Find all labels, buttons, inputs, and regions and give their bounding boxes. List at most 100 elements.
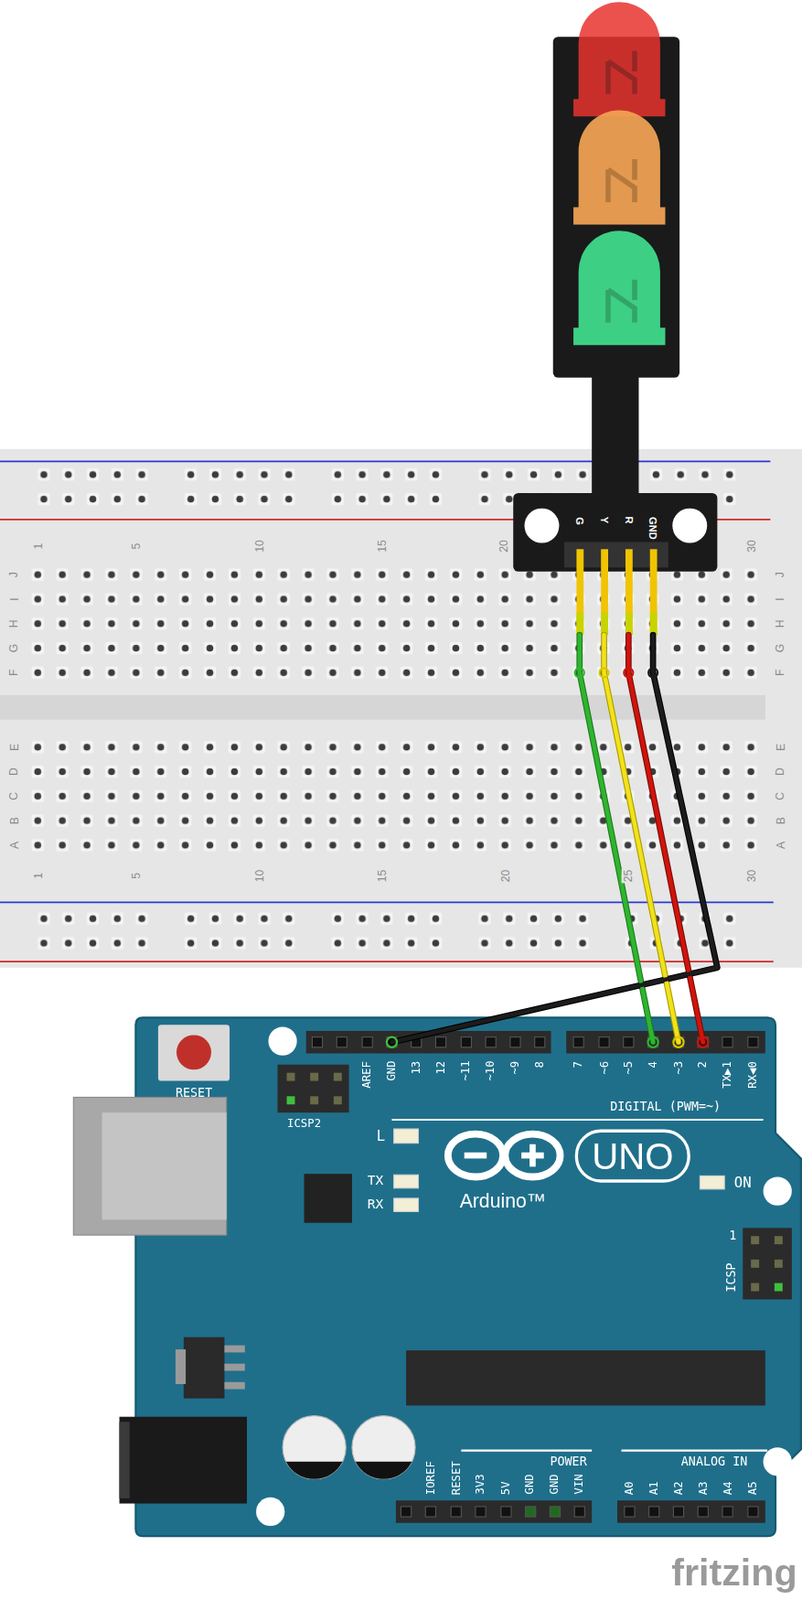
rail-line-red — [0, 960, 774, 963]
jumper-wire — [579, 634, 653, 1042]
led-label: ON — [734, 1174, 752, 1190]
row-letter: C — [773, 791, 786, 802]
pin — [475, 1506, 486, 1517]
pin — [435, 1037, 446, 1048]
pin-label: 5V — [500, 1480, 513, 1495]
pin — [624, 1506, 635, 1517]
pin-label: TX▶1 — [721, 1060, 734, 1089]
pin — [774, 1259, 783, 1268]
digital-header — [566, 1030, 766, 1054]
pin-number: 1 — [728, 1228, 737, 1242]
pin — [501, 1506, 512, 1517]
pin — [697, 1506, 708, 1517]
pin — [750, 1235, 760, 1244]
row-letter: C — [7, 791, 20, 802]
analog-header — [617, 1499, 766, 1523]
rail-holes — [178, 461, 301, 512]
silkscreen-line — [621, 1448, 769, 1451]
row-letter: J — [6, 570, 19, 578]
capacitor-band — [286, 1461, 343, 1479]
led-label: L — [376, 1127, 385, 1144]
pin-label: A0 — [623, 1480, 636, 1495]
pin — [287, 1095, 296, 1104]
signal-stem — [591, 367, 639, 501]
traffic-light-graphic — [513, 1, 717, 635]
rail-holes — [32, 461, 155, 512]
green-led — [573, 230, 665, 345]
pin-leg — [576, 548, 584, 635]
pin-label: ~11 — [459, 1059, 472, 1081]
row-letter: A — [773, 840, 786, 850]
pin-label: G — [574, 516, 586, 525]
led-label: TX — [367, 1173, 384, 1188]
pin — [722, 1037, 733, 1048]
pin — [425, 1506, 436, 1517]
mounting-hole — [672, 508, 707, 544]
led-lead — [608, 159, 635, 203]
led-lead — [608, 279, 635, 323]
pin-label: GND — [385, 1059, 398, 1081]
row-letter: I — [773, 596, 786, 602]
rail-holes — [325, 906, 449, 956]
pin — [510, 1037, 521, 1048]
pin-label: A4 — [721, 1480, 734, 1495]
rail-line-blue — [0, 901, 774, 904]
pin — [750, 1259, 760, 1268]
column-number: 1 — [32, 541, 44, 550]
breadboard-graphic — [0, 449, 802, 968]
usb-port-face — [102, 1112, 227, 1220]
pin — [573, 1037, 584, 1048]
pin — [534, 1037, 546, 1048]
pin-tip — [650, 611, 658, 635]
pin-label: IOREF — [424, 1460, 437, 1495]
pin — [549, 1506, 560, 1517]
usb-port — [73, 1096, 226, 1235]
regulator-pin — [224, 1345, 245, 1353]
mounting-hole — [524, 508, 560, 544]
pin-label: ~9 — [509, 1059, 522, 1074]
header-pins — [750, 1235, 783, 1291]
rail-holes — [178, 906, 301, 956]
pin — [485, 1037, 496, 1048]
pin-label: A1 — [648, 1480, 661, 1495]
button-label: RESET — [175, 1086, 213, 1101]
power-jack-face — [119, 1421, 130, 1498]
wire-end — [648, 667, 658, 677]
pin-leg — [625, 548, 633, 635]
module-board — [513, 492, 717, 572]
pin — [574, 1506, 585, 1517]
capacitor-band — [355, 1461, 413, 1479]
wire-end — [386, 1037, 397, 1048]
pin-label: 13 — [410, 1059, 423, 1074]
capacitor — [282, 1415, 346, 1479]
watermark: fritzing — [671, 1551, 798, 1594]
yellow-led — [573, 110, 665, 225]
pin — [748, 1506, 759, 1517]
pin-label: 2 — [696, 1060, 709, 1068]
pin — [460, 1037, 471, 1048]
section-label: POWER — [549, 1454, 587, 1469]
pin-label: ~3 — [672, 1059, 685, 1074]
logo-minus — [464, 1152, 488, 1159]
usb-chip — [304, 1173, 353, 1223]
pin-label: A5 — [747, 1480, 760, 1495]
pin-label: 4 — [646, 1060, 659, 1068]
header-pins — [311, 1037, 759, 1048]
column-number: 30 — [745, 867, 758, 883]
section-label: DIGITAL (PWM=~) — [609, 1099, 721, 1113]
row-letter: B — [7, 815, 20, 825]
smd-led — [394, 1128, 419, 1144]
row-letter: H — [7, 618, 20, 629]
pin — [336, 1037, 347, 1048]
pin — [310, 1072, 319, 1081]
pin-tip — [600, 611, 609, 635]
rail-holes — [32, 906, 155, 956]
mounting-hole — [267, 1026, 297, 1055]
smd-led — [394, 1197, 419, 1212]
column-number: 15 — [375, 538, 388, 554]
regulator-pin — [224, 1363, 245, 1371]
power-jack — [119, 1416, 247, 1504]
reset-cap — [176, 1034, 212, 1070]
